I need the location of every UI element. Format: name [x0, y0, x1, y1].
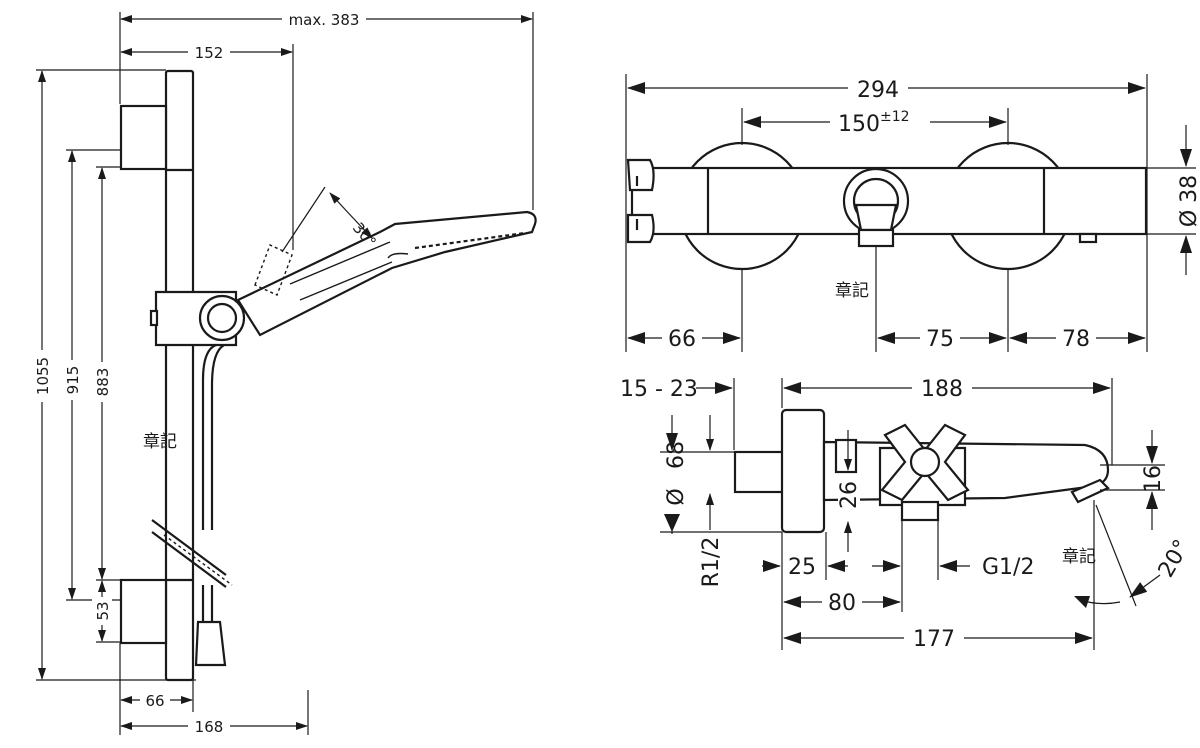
- right-offset-label: 78: [1062, 327, 1090, 352]
- spout-angle-label: 20°: [1154, 536, 1195, 582]
- side-escutcheon: [780, 408, 826, 534]
- middle-offset-label: 75: [926, 327, 954, 352]
- spray-face-icon: [414, 231, 526, 250]
- shower-hose: [201, 343, 225, 530]
- lower-outlet: [900, 500, 940, 522]
- hose-connector: [194, 620, 227, 667]
- offset-80-label: 80: [828, 591, 856, 616]
- spout-length-label: 177: [913, 627, 955, 652]
- overall-length-label: 294: [857, 78, 899, 103]
- bottom-offset-label: 53: [94, 601, 112, 620]
- inlet-pipe: [733, 450, 786, 494]
- shower-set-drawing: 30° max. 383 152 1055 915 883: [32, 9, 537, 736]
- bar-depth-label: 66: [145, 692, 164, 710]
- spout-height-label: 16: [1141, 465, 1166, 493]
- total-height-label: 1055: [34, 357, 52, 395]
- outlet-thread-label: G1/2: [982, 555, 1034, 580]
- shower-rail: [164, 69, 195, 682]
- thermostat-front-drawing: 294 150±12 Ø 38 66 75 78 章記: [625, 74, 1200, 352]
- bracket-spacing-outer-label: 915: [64, 366, 82, 395]
- wall-depth-label: 15 - 23: [620, 377, 698, 402]
- offset-25-label: 25: [788, 555, 816, 580]
- total-depth-label: 168: [195, 718, 224, 736]
- stamp-mark: 章記: [143, 432, 177, 452]
- inlet-thread-label: R1/2: [699, 537, 724, 588]
- body-diameter-symbol-label: Ø: [664, 488, 689, 505]
- hand-shower: [236, 210, 537, 337]
- holder-offset-label: 152: [195, 44, 224, 62]
- max-width-label: max. 383: [289, 11, 360, 29]
- projection-label: 188: [921, 377, 963, 402]
- lower-wall-bracket: [119, 578, 168, 645]
- bracket-spacing-inner-label: 883: [94, 368, 112, 397]
- cross-handle-icon: [880, 423, 970, 502]
- stamp-mark: 章記: [1062, 547, 1096, 567]
- thermostat-side-drawing: 15 - 23 188 68 Ø R1/2 26 25 G1/2 80: [620, 374, 1195, 652]
- stamp-mark: 章記: [835, 281, 869, 301]
- upper-wall-bracket: [119, 104, 168, 171]
- diameter-label: Ø 38: [1177, 175, 1200, 227]
- left-offset-label: 66: [668, 327, 696, 352]
- body-diameter-value-label: 68: [664, 441, 689, 469]
- outlet-diameter-label: 26: [837, 481, 862, 509]
- center-distance-label: 150±12: [838, 109, 910, 137]
